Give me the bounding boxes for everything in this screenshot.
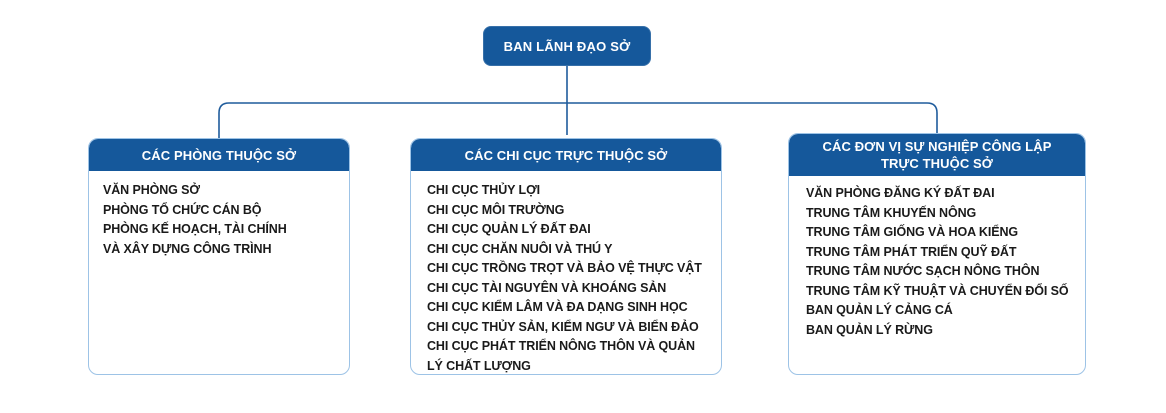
org-unit-item: TRUNG TÂM PHÁT TRIỂN QUỸ ĐẤT	[806, 244, 1017, 259]
connector-path	[218, 66, 938, 138]
org-unit-item: TRUNG TÂM KHUYẾN NÔNG	[806, 205, 977, 220]
group-box-don-vi-su-nghiep: CÁC ĐƠN VỊ SỰ NGHIỆP CÔNG LẬP TRỰC THUỘC…	[788, 133, 1086, 375]
org-unit-item: CHI CỤC TRỒNG TRỌT VÀ BẢO VỆ THỰC VẬT	[427, 261, 702, 275]
org-unit-item: PHÒNG KẾ HOẠCH, TÀI CHÍNH VÀ XÂY DỰNG CÔ…	[103, 222, 287, 256]
group-header: CÁC ĐƠN VỊ SỰ NGHIỆP CÔNG LẬP TRỰC THUỘC…	[789, 134, 1085, 176]
group-header: CÁC CHI CỤC TRỰC THUỘC SỞ	[411, 139, 721, 171]
org-unit-item: PHÒNG TỔ CHỨC CÁN BỘ	[103, 202, 262, 217]
group-item-list: VĂN PHÒNG SỞ PHÒNG TỔ CHỨC CÁN BỘ PHÒNG KẾ…	[89, 171, 349, 259]
org-unit-item: CHI CỤC CHĂN NUÔI VÀ THÚ Y	[427, 241, 613, 256]
org-unit-item: CHI CỤC THỦY SẢN, KIỂM NGƯ VÀ BIỂN ĐẢO	[427, 319, 699, 334]
org-unit-item: CHI CỤC PHÁT TRIỂN NÔNG THÔN VÀ QUẢN LÝ …	[427, 339, 695, 373]
group-box-chi-cuc-truc-thuoc-so: CÁC CHI CỤC TRỰC THUỘC SỞ CHI CỤC THỦY L…	[410, 138, 722, 375]
org-unit-item: BAN QUẢN LÝ RỪNG	[806, 322, 933, 337]
root-node-label: BAN LÃNH ĐẠO SỞ	[503, 38, 631, 54]
org-unit-item: CHI CỤC QUẢN LÝ ĐẤT ĐAI	[427, 222, 591, 236]
org-unit-item: CHI CỤC TÀI NGUYÊN VÀ KHOÁNG SẢN	[427, 280, 667, 295]
org-unit-item: BAN QUẢN LÝ CẢNG CÁ	[806, 303, 953, 317]
org-unit-item: TRUNG TÂM KỸ THUẬT VÀ CHUYỂN ĐỔI SỐ	[806, 283, 1069, 298]
org-unit-item: VĂN PHÒNG SỞ	[103, 183, 200, 197]
root-node-ban-lanh-dao-so: BAN LÃNH ĐẠO SỞ	[483, 26, 651, 66]
org-unit-item: CHI CỤC MÔI TRƯỜNG	[427, 202, 565, 217]
org-unit-item: VĂN PHÒNG ĐĂNG KÝ ĐẤT ĐAI	[806, 186, 995, 200]
org-unit-item: CHI CỤC KIỂM LÂM VÀ ĐA DẠNG SINH HỌC	[427, 300, 688, 314]
group-item-list: VĂN PHÒNG ĐĂNG KÝ ĐẤT ĐAI TRUNG TÂM KHUYẾ…	[789, 176, 1085, 340]
group-box-phong-thuoc-so: CÁC PHÒNG THUỘC SỞ VĂN PHÒNG SỞ PHÒNG TỔ …	[88, 138, 350, 375]
group-header: CÁC PHÒNG THUỘC SỞ	[89, 139, 349, 171]
org-unit-item: CHI CỤC THỦY LỢI	[427, 183, 540, 197]
org-unit-item: TRUNG TÂM GIỐNG VÀ HOA KIỂNG	[806, 225, 1019, 239]
org-unit-item: TRUNG TÂM NƯỚC SẠCH NÔNG THÔN	[806, 264, 1040, 278]
group-item-list: CHI CỤC THỦY LỢI CHI CỤC MÔI TRƯỜNG CHI CỤ…	[411, 171, 721, 374]
